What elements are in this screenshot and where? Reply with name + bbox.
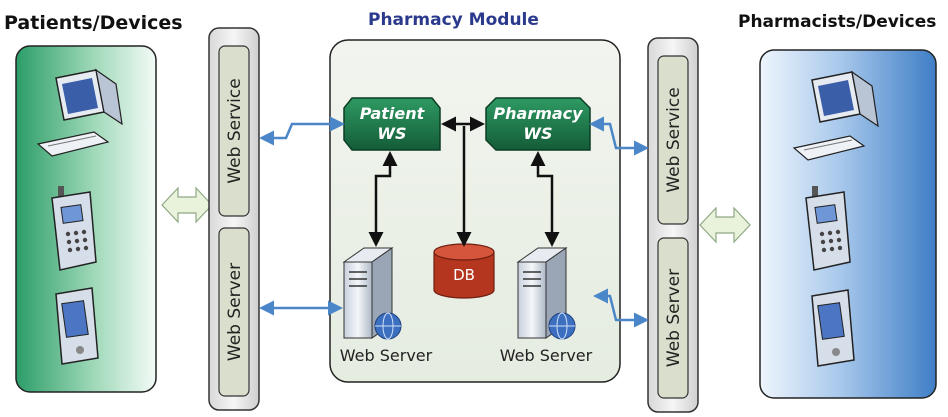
pda-icon <box>55 287 99 365</box>
right-web-service-label: Web Service <box>664 87 684 192</box>
right-web-server-caption: Web Server <box>500 346 593 365</box>
patient-ws-to-server-arrow <box>368 151 398 247</box>
pharmacy-ws-label-line2: WS <box>523 124 552 143</box>
db-label: DB <box>453 266 475 284</box>
tier-connector-arrows <box>259 116 649 328</box>
right-ws-connector <box>589 116 649 156</box>
patient-ws-node <box>343 97 441 151</box>
right-web-server-icon <box>516 247 576 340</box>
pharmacy-ws-label-line1: Pharmacy <box>493 104 583 123</box>
pharmacy-ws-node <box>485 97 591 151</box>
pharmacy-ws-to-server-arrow <box>530 151 560 247</box>
mobile-phone-icon-right <box>805 186 851 271</box>
left-web-server-label: Web Server <box>225 263 245 361</box>
db-cylinder <box>433 243 495 299</box>
right-server-connector <box>593 288 649 328</box>
desktop-computer-icon-right <box>792 70 879 161</box>
patient-ws-label-line2: WS <box>377 124 406 143</box>
patients-devices-heading: Patients/Devices <box>4 12 183 34</box>
left-web-server-icon <box>342 247 402 340</box>
pharmacists-devices-panel <box>759 49 937 399</box>
pda-icon-right <box>811 289 855 367</box>
right-web-server-label: Web Server <box>664 269 684 367</box>
internal-arrows <box>368 116 560 247</box>
left-exchange-arrow <box>161 186 213 224</box>
left-web-service-box <box>218 45 250 217</box>
pharmacists-devices-heading: Pharmacists/Devices <box>738 12 937 32</box>
left-web-server-caption: Web Server <box>340 346 433 365</box>
desktop-computer-icon <box>36 68 123 157</box>
left-web-service-label: Web Service <box>225 78 245 183</box>
left-ws-connector <box>259 116 345 146</box>
right-web-server-box <box>657 237 689 399</box>
right-web-service-box <box>657 55 689 225</box>
patient-ws-label-line1: Patient <box>360 104 426 123</box>
left-web-server-box <box>218 227 250 397</box>
right-exchange-arrow <box>699 206 751 244</box>
mobile-phone-icon <box>51 186 97 271</box>
pharmacy-module-heading: Pharmacy Module <box>368 10 539 30</box>
